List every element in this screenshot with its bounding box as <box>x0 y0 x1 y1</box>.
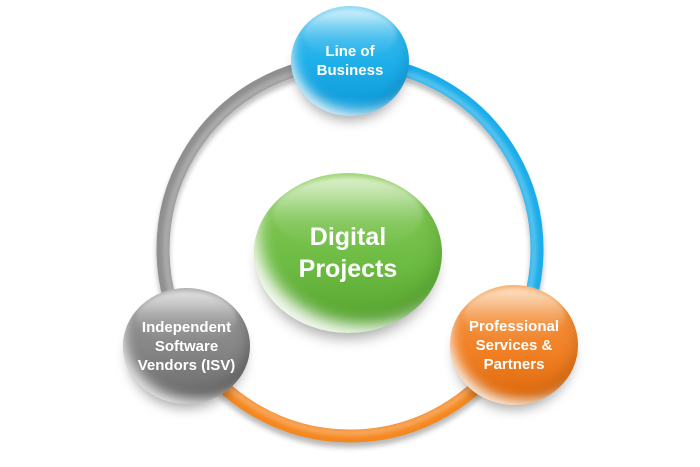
node-line-of-business: Line of Business <box>291 6 409 116</box>
node-independent-software-vendors: Independent Software Vendors (ISV) <box>123 288 250 404</box>
node-independent-software-vendors-label: Independent Software Vendors (ISV) <box>137 318 236 374</box>
node-digital-projects: Digital Projects <box>254 173 442 333</box>
node-professional-services-partners: Professional Services & Partners <box>450 285 578 405</box>
node-professional-services-partners-label: Professional Services & Partners <box>468 317 560 373</box>
node-digital-projects-label: Digital Projects <box>298 223 398 283</box>
node-line-of-business-label: Line of Business <box>316 43 384 79</box>
